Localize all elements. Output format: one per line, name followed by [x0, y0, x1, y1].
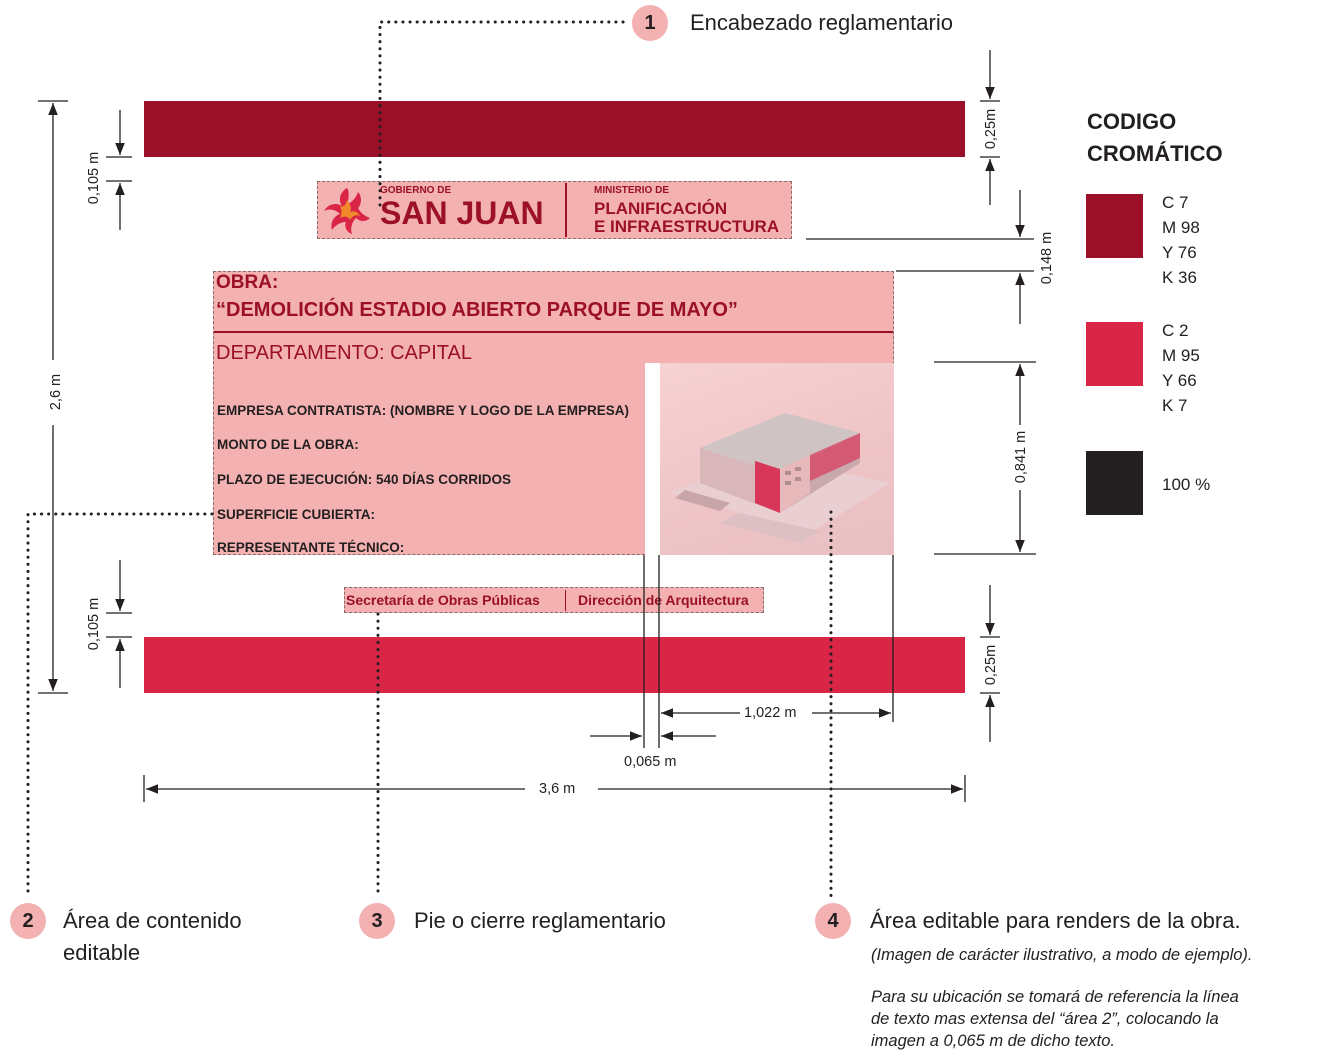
callout-3-label: Pie o cierre reglamentario [414, 908, 666, 933]
field-plazo: PLAZO DE EJECUCIÓN: 540 DÍAS CORRIDOS [217, 472, 512, 487]
render-gap [645, 363, 660, 555]
header-logo-zone: GOBIERNO DE SAN JUAN MINISTERIO DE PLANI… [317, 181, 792, 239]
dim-top-gap: 0,105 m [86, 151, 103, 205]
ministry-line2: E INFRAESTRUCTURA [594, 217, 780, 236]
swatch-red-values: C 2 M 95 Y 66 K 7 [1162, 318, 1200, 418]
swatch-black-values: 100 % [1162, 472, 1210, 497]
callout-2-badge: 2 [10, 903, 46, 939]
field-representante: REPRESENTANTE TÉCNICO: [217, 540, 405, 555]
note-example: (Imagen de carácter ilustrativo, a modo … [871, 946, 1253, 964]
cmyk-value: M 98 [1162, 218, 1200, 237]
dim-top-band: 0,25m [983, 108, 1000, 150]
dim-total-height: 2,6 m [48, 373, 65, 411]
field-monto: MONTO DE LA OBRA: [217, 437, 359, 452]
note-placement-line2: de texto mas extensa del “área 2”, coloc… [871, 1010, 1219, 1028]
footer-zone: Secretaría de Obras Públicas Dirección d… [344, 587, 764, 613]
swatch-red [1086, 322, 1143, 386]
cmyk-value: 100 % [1162, 475, 1211, 494]
render-image [660, 363, 894, 555]
san-juan-sun-logo [324, 188, 370, 234]
top-band [144, 101, 965, 157]
dim-header-gap: 0,148 m [1039, 231, 1056, 285]
bottom-band [144, 637, 965, 693]
dim-total-width: 3,6 m [539, 781, 576, 797]
callout-2-label-line2: editable [63, 940, 141, 965]
callout-3-badge: 3 [359, 903, 395, 939]
cmyk-value: C 7 [1162, 193, 1189, 212]
callout-1-badge: 1 [632, 5, 668, 41]
field-superficie: SUPERFICIE CUBIERTA: [217, 507, 376, 522]
callout-4-badge: 4 [815, 903, 851, 939]
swatch-black [1086, 451, 1143, 515]
callout-2-label-line1: Área de contenido [63, 908, 242, 933]
callout-1-label: Encabezado reglamentario [690, 10, 953, 35]
ministry-line1: PLANIFICACIÓN [594, 199, 728, 218]
ministry-small-label: MINISTERIO DE [594, 185, 670, 196]
dim-bottom-gap: 0,105 m [86, 597, 103, 651]
content-area: OBRA: “DEMOLICIÓN ESTADIO ABIERTO PARQUE… [213, 271, 894, 555]
dim-bottom-band: 0,25m [983, 644, 1000, 686]
callout-4-label: Área editable para renders de la obra. [870, 908, 1241, 933]
obra-title: “DEMOLICIÓN ESTADIO ABIERTO PARQUE DE MA… [216, 299, 738, 321]
dim-render-height: 0,841 m [1013, 430, 1030, 484]
swatch-dark-red-values: C 7 M 98 Y 76 K 36 [1162, 190, 1200, 290]
swatch-dark-red [1086, 194, 1143, 258]
legend-title-line1: CODIGO [1087, 109, 1177, 134]
building-render-illustration [670, 413, 890, 543]
field-empresa: EMPRESA CONTRATISTA: (NOMBRE Y LOGO DE L… [217, 403, 630, 418]
department-label: DEPARTAMENTO: CAPITAL [216, 342, 472, 364]
note-placement-line1: Para su ubicación se tomará de referenci… [871, 988, 1239, 1006]
footer-right-label: Dirección de Arquitectura [578, 592, 749, 608]
header-divider [565, 183, 567, 237]
obra-label: OBRA: [216, 272, 279, 293]
title-rule [214, 331, 893, 333]
dim-render-width: 1,022 m [744, 705, 797, 721]
gov-big-label: SAN JUAN [380, 195, 544, 231]
cmyk-value: Y 66 [1162, 371, 1197, 390]
cmyk-value: M 95 [1162, 346, 1200, 365]
legend-title-line2: CROMÁTICO [1087, 141, 1223, 166]
footer-left-label: Secretaría de Obras Públicas [346, 592, 540, 608]
cmyk-value: C 2 [1162, 321, 1189, 340]
cmyk-value: K 36 [1162, 268, 1197, 287]
dim-render-offset: 0,065 m [624, 754, 677, 770]
note-placement-line3: imagen a 0,065 m de dicho texto. [871, 1032, 1115, 1050]
cmyk-value: K 7 [1162, 396, 1188, 415]
footer-divider [565, 590, 566, 611]
gov-small-label: GOBIERNO DE [380, 185, 452, 196]
cmyk-value: Y 76 [1162, 243, 1197, 262]
